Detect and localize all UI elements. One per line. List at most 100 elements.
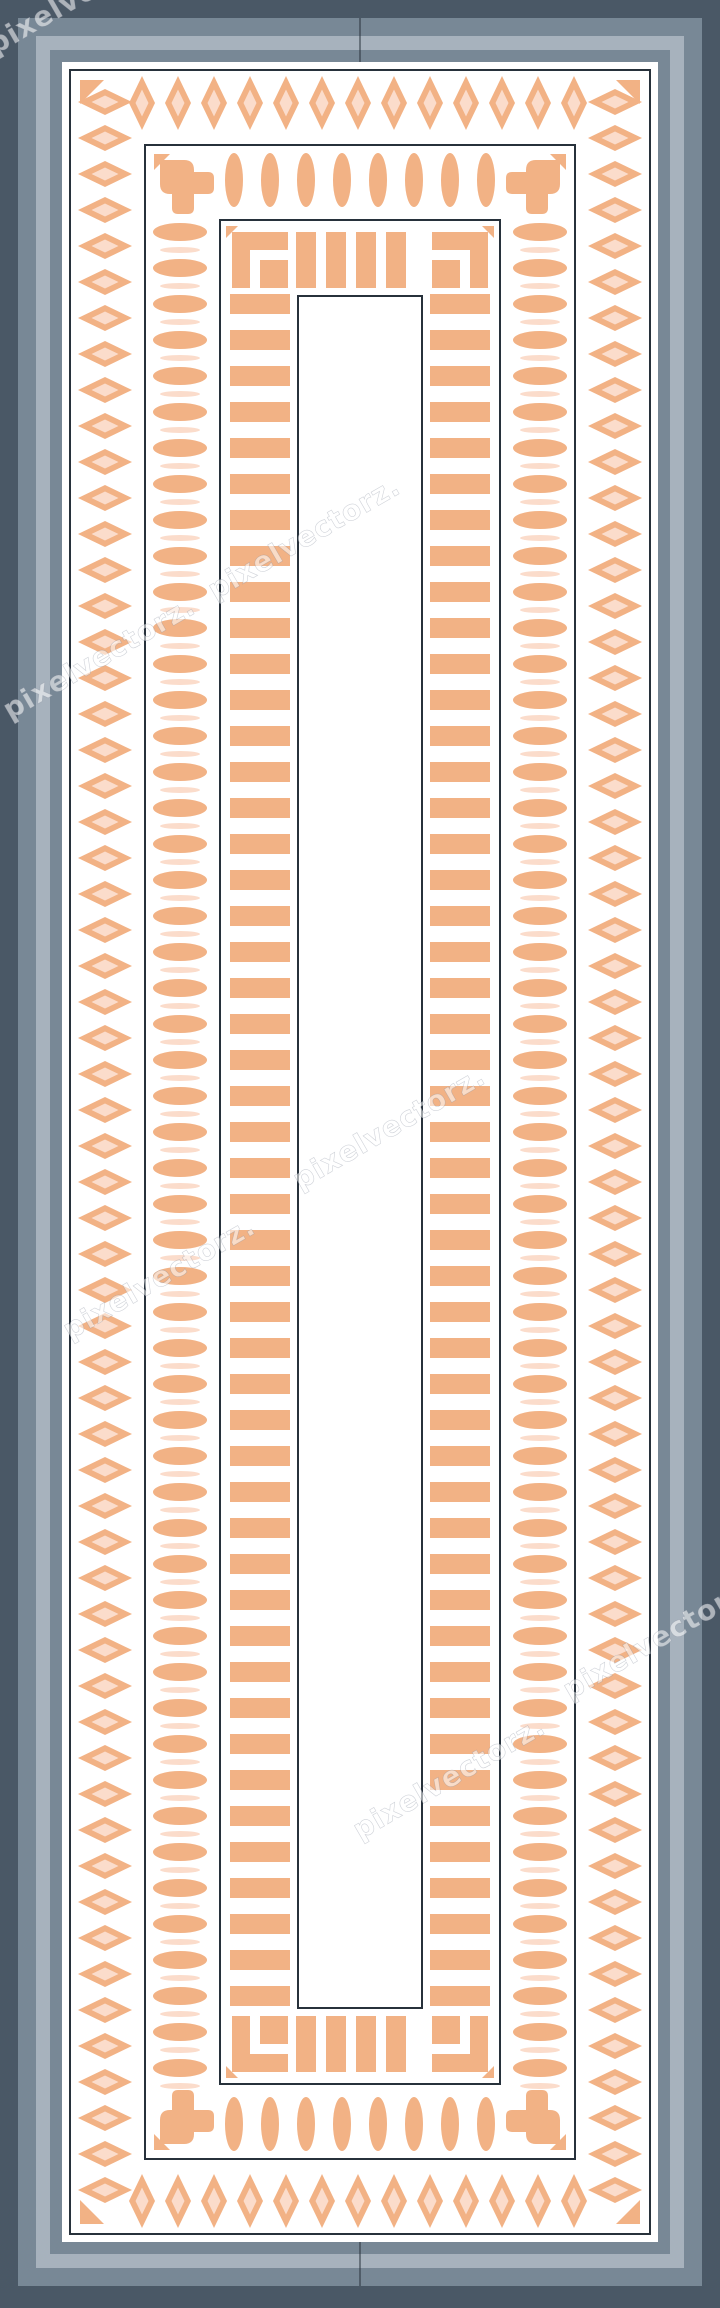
oval-right xyxy=(513,1735,567,1753)
bar-corner-icon xyxy=(432,232,488,288)
oval-right xyxy=(513,1843,567,1861)
diamond-inner-icon xyxy=(601,1499,629,1513)
oval-icon xyxy=(153,1591,207,1609)
diamond-inner-icon xyxy=(91,995,119,1009)
oval-right xyxy=(513,1555,567,1573)
diamond-inner-icon xyxy=(601,815,629,829)
diamond-left xyxy=(78,2141,132,2167)
oval-icon xyxy=(513,1411,567,1429)
diamond-bottom xyxy=(453,2174,479,2228)
oval-left xyxy=(153,835,207,853)
oval-right xyxy=(513,1627,567,1645)
oval-icon xyxy=(153,1663,207,1681)
diamond-left xyxy=(78,1925,132,1951)
bar-right xyxy=(430,834,490,854)
oval-right xyxy=(513,547,567,565)
oval-icon xyxy=(153,1627,207,1645)
bar-top xyxy=(296,232,316,288)
diamond-inner-icon xyxy=(531,89,545,117)
diamond-inner-icon xyxy=(423,89,437,117)
oval-icon xyxy=(153,1195,207,1213)
bar-right xyxy=(430,366,490,386)
oval-icon xyxy=(513,1591,567,1609)
oval-spacer-right xyxy=(520,679,560,685)
bar-right xyxy=(430,1662,490,1682)
diamond-inner-icon xyxy=(601,1643,629,1657)
diamond-inner-icon xyxy=(91,1751,119,1765)
oval-icon xyxy=(153,1807,207,1825)
diamond-inner-icon xyxy=(601,311,629,325)
diamond-inner-icon xyxy=(601,1787,629,1801)
diamond-left xyxy=(78,1601,132,1627)
oval-left xyxy=(153,943,207,961)
diamond-inner-icon xyxy=(601,743,629,757)
bar-right xyxy=(430,1374,490,1394)
oval-left xyxy=(153,1663,207,1681)
diamond-inner-icon xyxy=(601,2039,629,2053)
bar-left xyxy=(230,978,290,998)
corner-triangle-br xyxy=(616,2200,640,2224)
oval-spacer-left xyxy=(160,1759,200,1765)
oval-icon xyxy=(477,153,495,207)
bar-left xyxy=(230,1338,290,1358)
diamond-inner-icon xyxy=(91,743,119,757)
oval-icon xyxy=(513,799,567,817)
oval-icon xyxy=(153,2059,207,2077)
oval-spacer-left xyxy=(160,1687,200,1693)
oval-spacer-right xyxy=(520,1615,560,1621)
diamond-inner-icon xyxy=(601,347,629,361)
oval-left xyxy=(153,727,207,745)
oval-left xyxy=(153,1555,207,1573)
oval-icon xyxy=(513,1915,567,1933)
diamond-left xyxy=(78,1313,132,1339)
oval-spacer-left xyxy=(160,2083,200,2089)
diamond-inner-icon xyxy=(531,2187,545,2215)
oval-right xyxy=(513,403,567,421)
oval-spacer-right xyxy=(520,463,560,469)
oval-spacer-right xyxy=(520,1075,560,1081)
oval-left xyxy=(153,1627,207,1645)
bar-left xyxy=(230,1446,290,1466)
diamond-inner-icon xyxy=(91,1247,119,1261)
oval-right xyxy=(513,1447,567,1465)
diamond-right xyxy=(588,1313,642,1339)
diamond-top xyxy=(309,76,335,130)
diamond-left xyxy=(78,2033,132,2059)
oval-icon xyxy=(153,1735,207,1753)
diamond-inner-icon xyxy=(315,2187,329,2215)
diamond-inner-icon xyxy=(601,419,629,433)
oval-spacer-left xyxy=(160,2047,200,2053)
diamond-right xyxy=(588,305,642,331)
diamond-inner-icon xyxy=(601,1211,629,1225)
diamond-right xyxy=(588,665,642,691)
diamond-right xyxy=(588,125,642,151)
oval-spacer-left xyxy=(160,1039,200,1045)
swirl-corner-tip-icon xyxy=(550,2134,566,2150)
oval-spacer-left xyxy=(160,751,200,757)
oval-left xyxy=(153,1015,207,1033)
oval-right xyxy=(513,1339,567,1357)
diamond-inner-icon xyxy=(601,959,629,973)
oval-left xyxy=(153,1231,207,1249)
oval-spacer-left xyxy=(160,1939,200,1945)
oval-left xyxy=(153,2023,207,2041)
oval-icon xyxy=(513,1483,567,1501)
diamond-left xyxy=(78,773,132,799)
bar-corner-block-icon xyxy=(260,260,288,288)
diamond-left xyxy=(78,1673,132,1699)
diamond-left xyxy=(78,629,132,655)
corner-triangle-tl xyxy=(80,80,104,104)
oval-spacer-left xyxy=(160,1435,200,1441)
oval-icon xyxy=(153,655,207,673)
oval-top xyxy=(405,153,423,207)
oval-right xyxy=(513,1303,567,1321)
diamond-right xyxy=(588,1025,642,1051)
diamond-inner-icon xyxy=(601,275,629,289)
oval-icon xyxy=(153,1303,207,1321)
diamond-left xyxy=(78,881,132,907)
bar-left xyxy=(230,942,290,962)
oval-bottom xyxy=(369,2097,387,2151)
bar-top xyxy=(386,232,406,288)
diamond-left xyxy=(78,2105,132,2131)
diamond-bottom xyxy=(345,2174,371,2228)
